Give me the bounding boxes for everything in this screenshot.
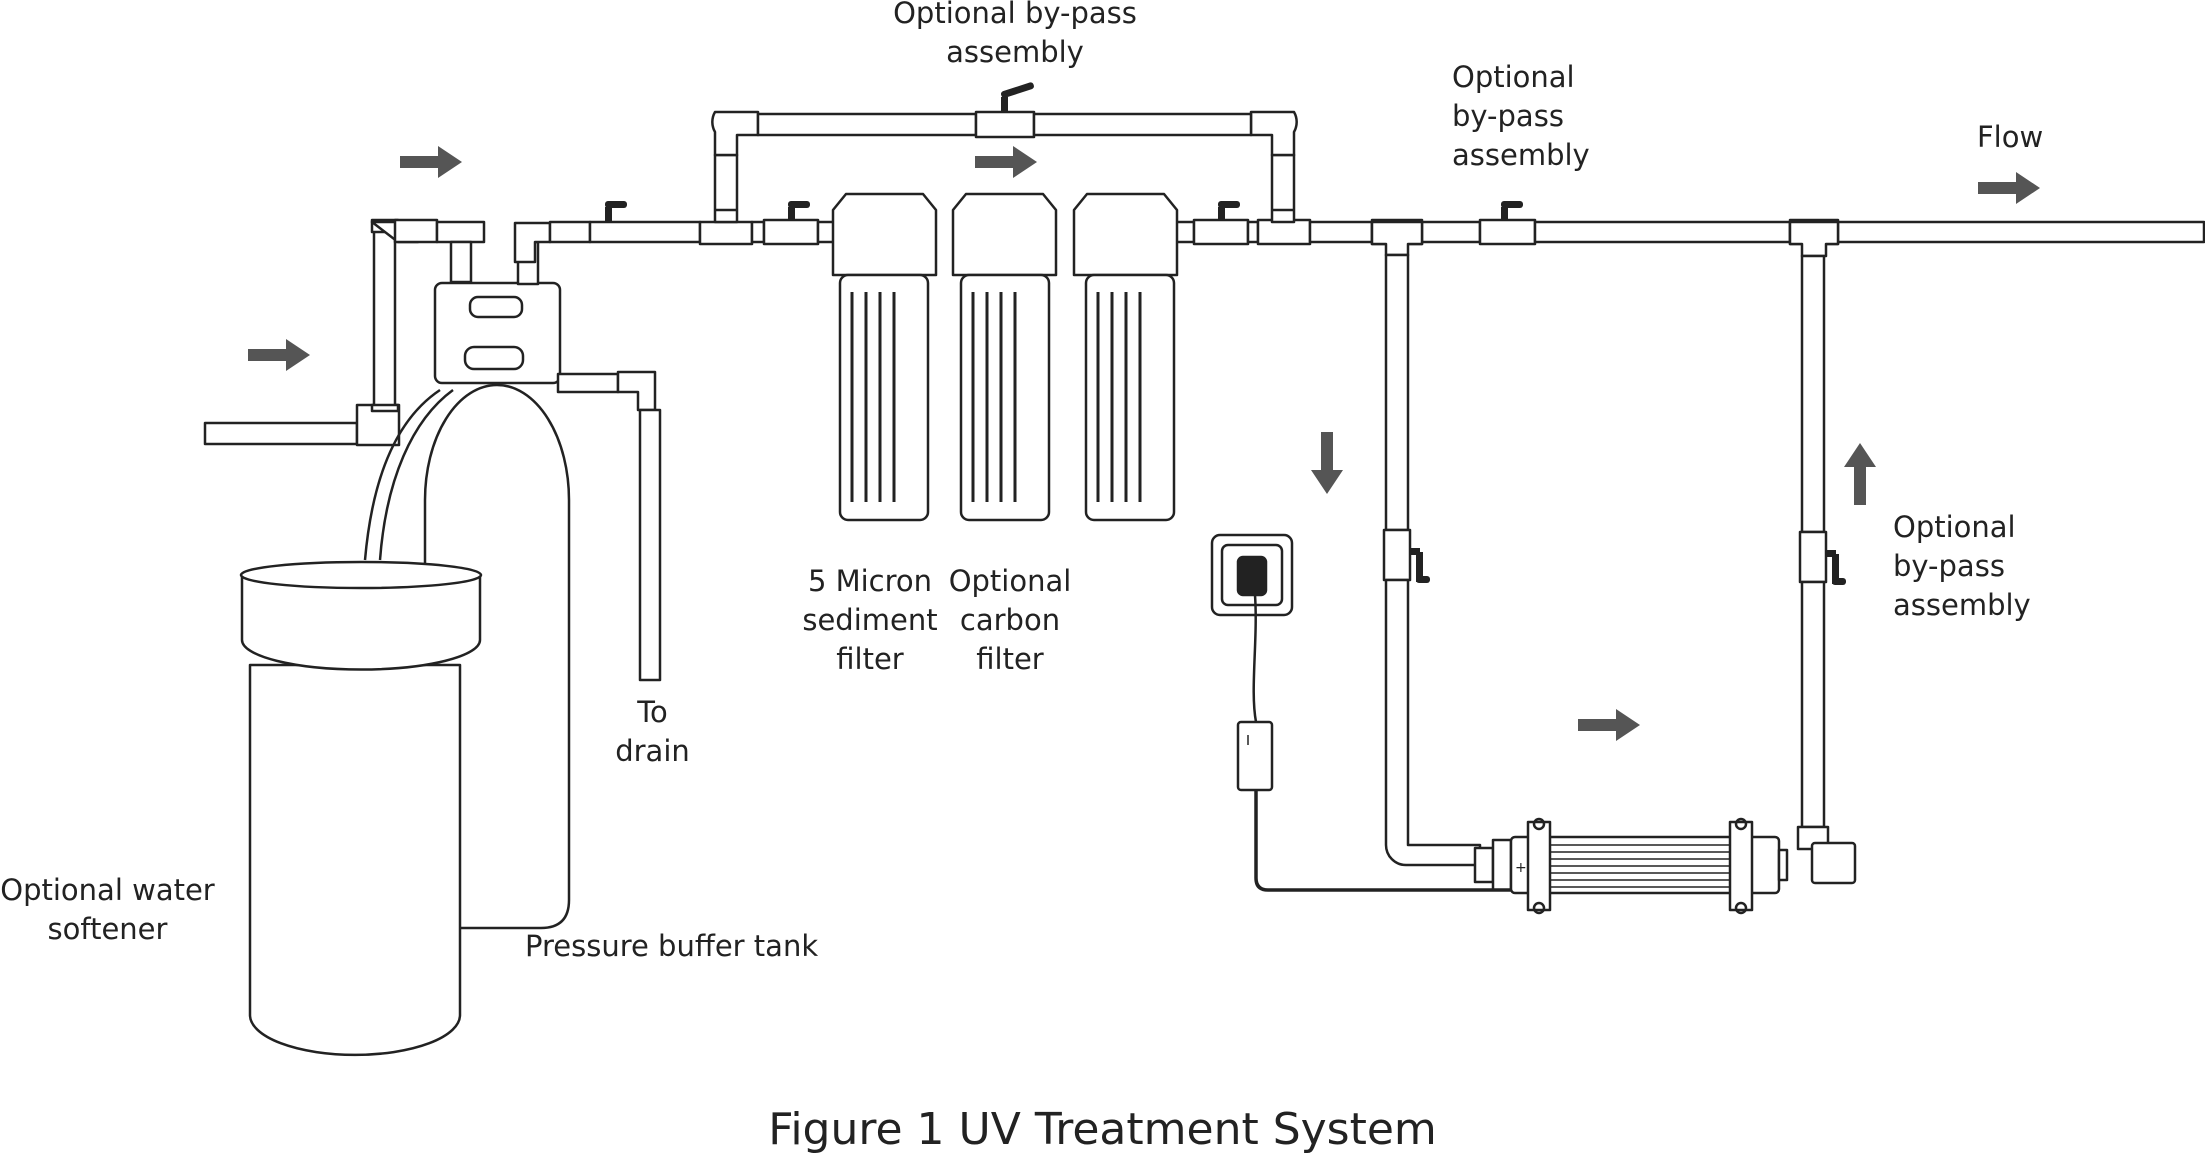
- head-outlet-pipe: [513, 220, 592, 286]
- top-bypass-loop: [711, 110, 1298, 224]
- uv-inlet-branch: [1370, 220, 1482, 867]
- filter-housing-2: [951, 192, 1058, 522]
- control-head: [433, 281, 562, 385]
- valve-handle-icon: [605, 82, 1846, 585]
- svg-text:+: +: [1515, 860, 1527, 876]
- filter-housing-1: [831, 192, 938, 522]
- label-pressure-tank: Pressure buffer tank: [525, 929, 819, 963]
- power-plug-icon: [1210, 533, 1511, 892]
- figure-caption: Figure 1 UV Treatment System: [768, 1104, 1437, 1155]
- filter-housing-3: [1072, 192, 1179, 522]
- water-softener-tank: [239, 560, 483, 1057]
- uv-outlet-branch: [1788, 220, 1857, 885]
- drain-pipe: [556, 370, 662, 682]
- label-flow: Flow: [1977, 120, 2044, 154]
- uv-lamp-unit: +: [1473, 817, 1789, 915]
- inlet-pipe: [203, 218, 486, 447]
